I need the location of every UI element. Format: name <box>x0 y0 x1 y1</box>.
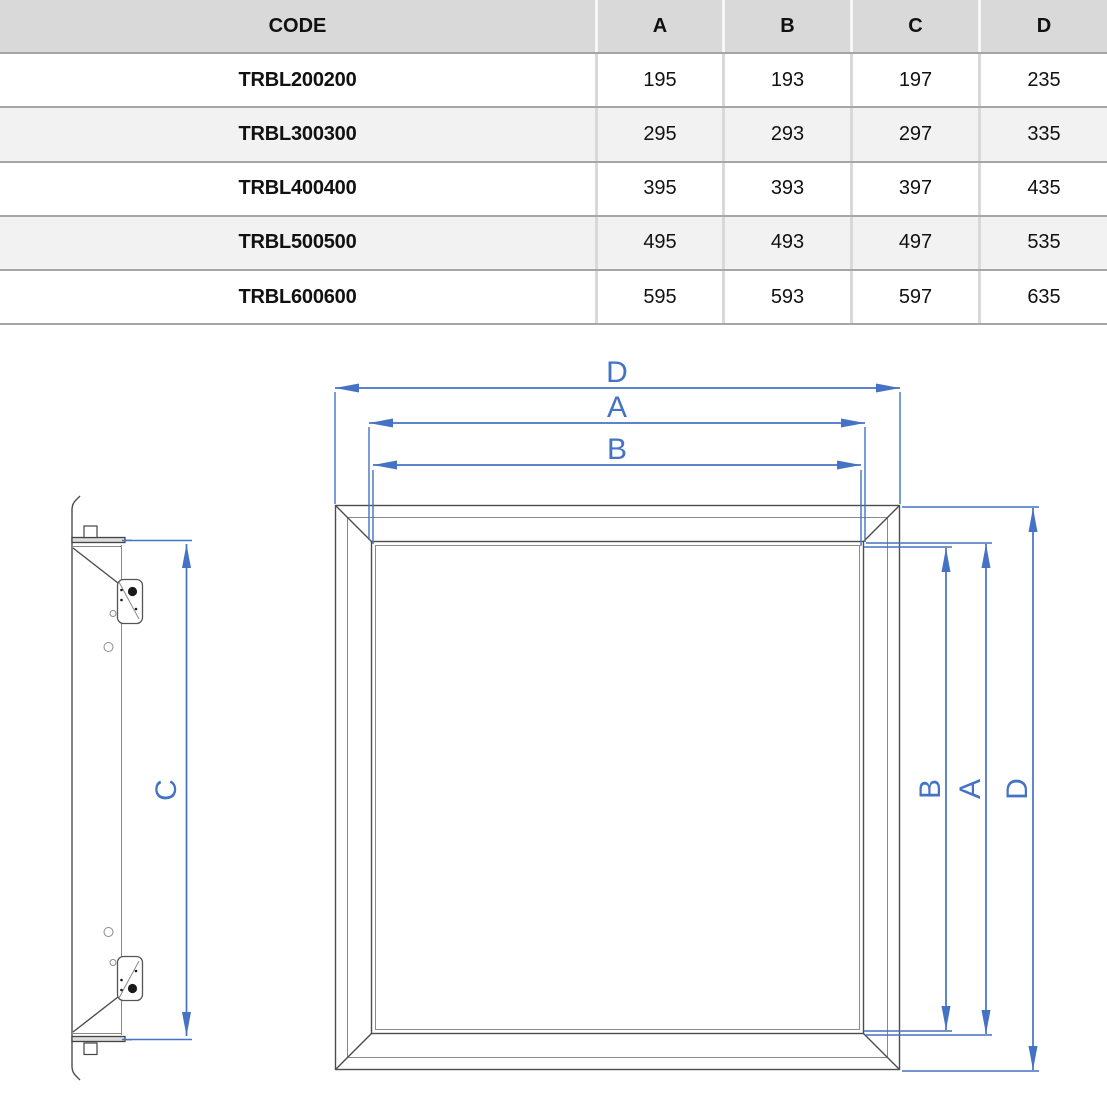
col-header-b: B <box>722 0 850 53</box>
col-header-a: A <box>595 0 722 53</box>
dim-b-h-arrow-left <box>373 460 397 470</box>
side-hole-small-top <box>109 610 117 617</box>
dim-a-h-label: A <box>607 391 627 424</box>
side-bottom-diagonal <box>72 996 119 1033</box>
side-bottom-bracket-diagonal <box>118 960 140 999</box>
rivet-dot <box>120 978 123 982</box>
dim-d-h-arrow-right <box>876 383 900 393</box>
col-header-d: D <box>978 0 1107 53</box>
cell-dim-d: 535 <box>978 216 1107 269</box>
dimension-a-horizontal: A <box>368 391 866 542</box>
col-header-code: CODE <box>268 14 327 37</box>
table-row: TRBL200200 195 193 197 235 <box>0 54 1107 109</box>
dimension-a-vertical: A <box>866 542 992 1036</box>
cell-dim-c: 397 <box>850 162 978 215</box>
side-top-bracket-hole <box>127 586 138 597</box>
dim-a-v-arrow-down <box>981 1010 991 1034</box>
cell-dim-c: 597 <box>850 270 978 324</box>
cell-dim-b: 193 <box>722 54 850 107</box>
cell-product-code: TRBL500500 <box>238 231 357 254</box>
cell-dim-c: 497 <box>850 216 978 269</box>
miter-top-right <box>863 505 900 542</box>
frame-inner <box>370 540 865 1035</box>
dim-a-v-label: A <box>954 779 987 799</box>
side-bottom-bracket-hole <box>127 983 138 994</box>
dim-c-arrow-up <box>182 544 191 568</box>
cell-dim-d: 435 <box>978 162 1107 215</box>
table-row: TRBL300300 295 293 297 335 <box>0 108 1107 163</box>
dim-b-h-label: B <box>607 433 627 466</box>
rivet-dot <box>120 598 123 602</box>
table-row: TRBL600600 595 593 597 635 <box>0 270 1107 326</box>
side-bottom-flange <box>71 1035 126 1043</box>
cell-product-code: TRBL300300 <box>238 122 357 145</box>
dim-c-arrow-down <box>182 1012 191 1036</box>
dim-c-label: C <box>150 779 183 801</box>
cell-dim-d: 335 <box>978 108 1107 161</box>
cell-dim-a: 495 <box>595 216 722 269</box>
cell-dim-b: 393 <box>722 162 850 215</box>
cell-dim-d: 635 <box>978 270 1107 324</box>
side-top-bracket-diagonal <box>118 581 140 620</box>
dim-a-h-arrow-right <box>841 418 865 428</box>
side-hole-large-bottom <box>103 927 114 937</box>
side-hole-small-bottom <box>109 959 117 966</box>
table-header-row: CODE A B C D <box>0 0 1107 55</box>
table-row: TRBL400400 395 393 397 435 <box>0 162 1107 217</box>
dim-a-h-arrow-left <box>369 418 393 428</box>
dim-b-v-arrow-down <box>941 1006 951 1030</box>
side-view: C <box>71 495 192 1081</box>
dim-d-h-label: D <box>606 356 628 389</box>
dimension-d-horizontal: D <box>334 356 901 504</box>
dimension-c: C <box>122 539 192 1041</box>
cell-dim-d: 235 <box>978 54 1107 107</box>
cell-dim-a: 295 <box>595 108 722 161</box>
side-top-diagonal <box>72 547 119 584</box>
side-break-top <box>71 495 81 511</box>
rivet-dot <box>120 988 123 992</box>
door-edge <box>375 545 860 1030</box>
side-top-bolt <box>83 525 98 539</box>
miter-bottom-right <box>863 1033 900 1070</box>
dimension-b-vertical: B <box>864 546 952 1032</box>
dim-d-v-arrow-up <box>1028 508 1038 532</box>
dimension-d-vertical: D <box>902 506 1039 1072</box>
rivet-dot <box>120 588 123 592</box>
cell-dim-c: 197 <box>850 54 978 107</box>
miter-bottom-left <box>335 1033 372 1070</box>
cell-dim-a: 595 <box>595 270 722 324</box>
side-hole-large-top <box>103 642 114 652</box>
table-body: TRBL200200 195 193 197 235 TRBL300300 29… <box>0 54 1107 326</box>
frame-outer <box>334 504 901 1071</box>
miter-top-left <box>335 505 372 542</box>
cell-dim-b: 293 <box>722 108 850 161</box>
side-top-flange <box>71 536 126 544</box>
cell-product-code: TRBL400400 <box>238 177 357 200</box>
dim-d-v-arrow-down <box>1028 1046 1038 1070</box>
cell-dim-b: 493 <box>722 216 850 269</box>
cell-dim-a: 195 <box>595 54 722 107</box>
rivet-dot <box>134 607 138 611</box>
cell-product-code: TRBL600600 <box>238 285 357 308</box>
dimensions-table: CODE A B C D TRBL200200 195 193 197 235 … <box>0 0 1107 326</box>
col-header-c: C <box>850 0 978 53</box>
dim-b-h-arrow-right <box>837 460 861 470</box>
dimension-b-horizontal: B <box>372 433 862 546</box>
front-view: D A B <box>334 356 1039 1072</box>
dim-d-h-arrow-left <box>335 383 359 393</box>
technical-drawing: C D <box>71 356 1039 1081</box>
dim-b-v-label: B <box>914 779 947 799</box>
cell-dim-a: 395 <box>595 162 722 215</box>
dim-b-v-arrow-up <box>941 548 951 572</box>
cell-dim-c: 297 <box>850 108 978 161</box>
side-break-bottom <box>71 1065 81 1081</box>
rivet-dot <box>134 969 138 973</box>
frame-rim <box>347 517 888 1058</box>
dim-d-v-label: D <box>1001 778 1034 800</box>
cell-dim-b: 593 <box>722 270 850 324</box>
table-row: TRBL500500 495 493 497 535 <box>0 216 1107 271</box>
cell-product-code: TRBL200200 <box>238 68 357 91</box>
side-bottom-bolt <box>83 1042 98 1056</box>
dim-a-v-arrow-up <box>981 544 991 568</box>
